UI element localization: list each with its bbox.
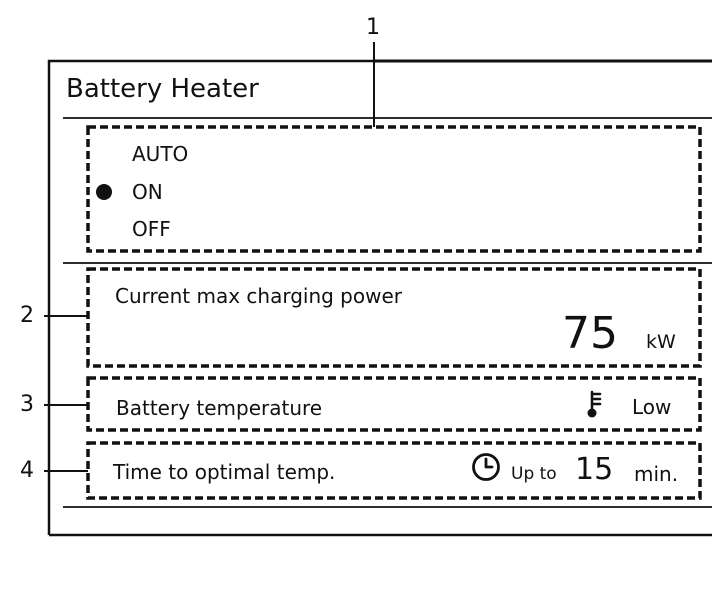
callout-number-1: 1 bbox=[366, 15, 380, 40]
page-title: Battery Heater bbox=[66, 74, 259, 104]
callout-number-2: 2 bbox=[20, 303, 34, 328]
callout-box-4 bbox=[86, 441, 702, 500]
charging-power-value: 75 bbox=[562, 308, 618, 359]
heater-option-off[interactable]: OFF bbox=[96, 214, 396, 244]
heater-option-auto-label: AUTO bbox=[132, 142, 189, 166]
time-to-optimal-label: Time to optimal temp. bbox=[113, 460, 336, 484]
heater-option-on[interactable]: ON bbox=[96, 177, 396, 207]
charging-power-label: Current max charging power bbox=[115, 284, 403, 308]
heater-option-off-label: OFF bbox=[132, 217, 171, 241]
battery-temperature-label: Battery temperature bbox=[116, 396, 323, 420]
time-value: 15 bbox=[575, 452, 614, 487]
selected-dot-icon bbox=[96, 184, 112, 200]
heater-option-auto[interactable]: AUTO bbox=[96, 140, 396, 170]
callout-number-3: 3 bbox=[20, 392, 34, 417]
thermometer-icon bbox=[587, 390, 602, 418]
charging-power-unit: kW bbox=[646, 331, 676, 353]
callout-box-1 bbox=[86, 125, 702, 253]
time-prefix: Up to bbox=[511, 464, 557, 484]
callout-box-2 bbox=[86, 267, 702, 368]
heater-option-on-label: ON bbox=[132, 180, 163, 204]
time-unit: min. bbox=[634, 462, 679, 486]
callout-box-3 bbox=[86, 376, 702, 432]
battery-temperature-value: Low bbox=[632, 395, 672, 419]
clock-icon bbox=[472, 453, 500, 481]
callout-number-4: 4 bbox=[20, 458, 34, 483]
